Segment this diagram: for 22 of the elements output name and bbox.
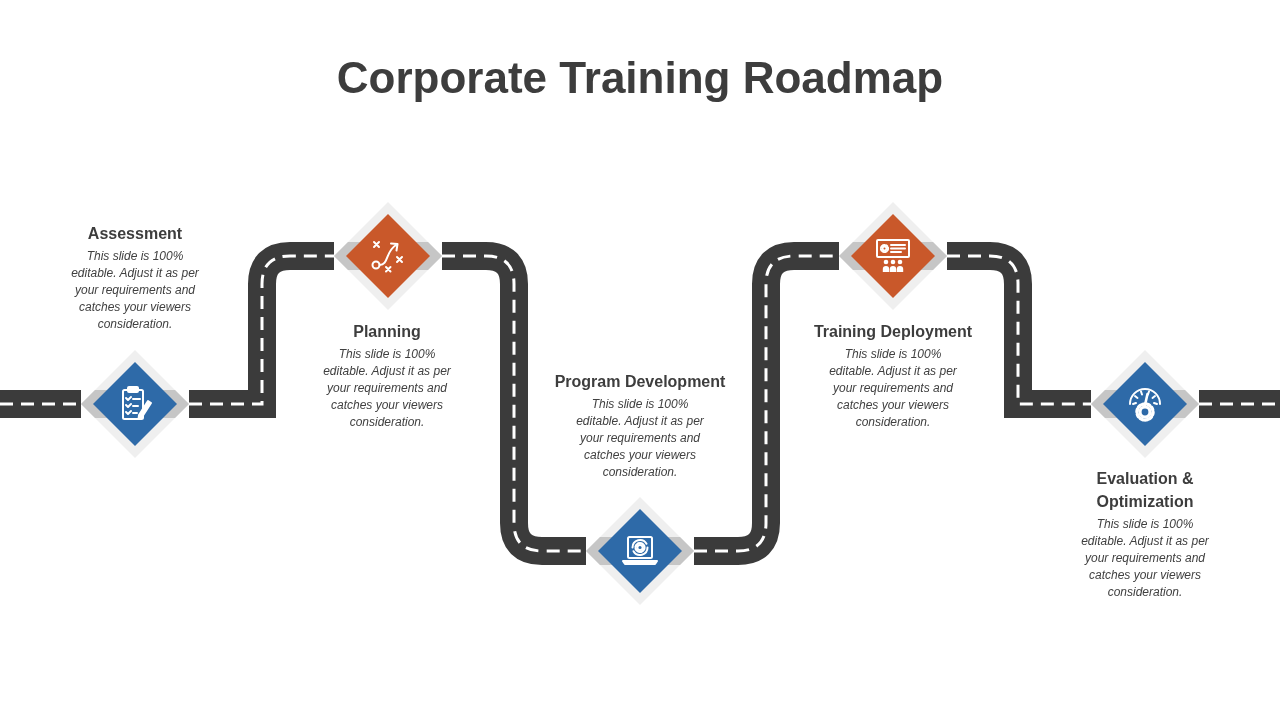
milestone-heading: Evaluation & Optimization xyxy=(1095,469,1195,512)
milestone-heading: Planning xyxy=(353,322,421,342)
road-segment xyxy=(694,242,839,565)
milestone-diamond xyxy=(1091,350,1199,458)
milestone-heading: Program Development xyxy=(554,372,726,392)
road-segment xyxy=(947,242,1091,418)
milestone-description: This slide is 100% editable. Adjust it as per your requirements and catches your viewers consideration. xyxy=(322,346,452,431)
milestone-diamond xyxy=(586,497,694,605)
milestone-diamond xyxy=(334,202,442,310)
road-segment xyxy=(189,242,334,418)
milestone-diamond xyxy=(839,202,947,310)
milestone-description: This slide is 100% editable. Adjust it as per your requirements and catches your viewers consideration. xyxy=(70,248,200,333)
milestone-diamond xyxy=(81,350,189,458)
road-segment xyxy=(442,242,586,565)
title: Corporate Training Roadmap xyxy=(336,52,944,104)
road-segment xyxy=(0,390,81,418)
road-segment xyxy=(1199,390,1280,418)
milestone-description: This slide is 100% editable. Adjust it as per your requirements and catches your viewers consideration. xyxy=(828,346,958,431)
milestone-heading: Training Deployment xyxy=(813,322,973,342)
milestone-description: This slide is 100% editable. Adjust it as per your requirements and catches your viewers consideration. xyxy=(1080,516,1210,601)
milestone-description: This slide is 100% editable. Adjust it as per your requirements and catches your viewers consideration. xyxy=(575,396,705,481)
milestone-heading: Assessment xyxy=(87,224,183,244)
